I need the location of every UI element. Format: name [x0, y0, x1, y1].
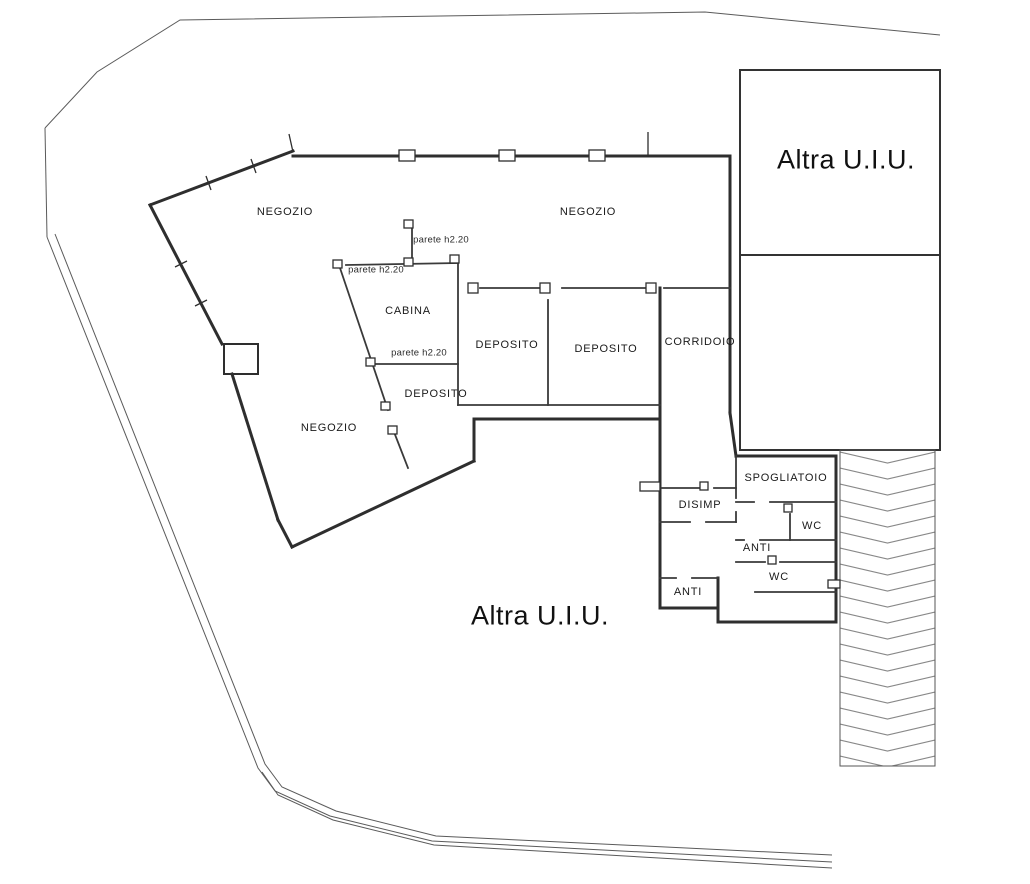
room-label-cabina: CABINA [385, 305, 431, 317]
interior-walls [338, 225, 837, 593]
room-label-negozio-top-right: NEGOZIO [559, 206, 617, 218]
room-label-anti-upper: ANTI [742, 542, 772, 554]
room-label-deposito-1: DEPOSITO [475, 339, 539, 351]
area-label-altra-uiu-top: Altra U.I.U. [776, 144, 916, 175]
room-label-anti-lower: ANTI [673, 586, 703, 598]
wall-note-parete-1: parete h2.20 [413, 234, 469, 246]
room-label-disimp: DISIMP [678, 499, 722, 511]
room-label-wc-upper: WC [802, 520, 822, 532]
adjacent-unit-outline [739, 69, 941, 451]
room-label-negozio-lower: NEGOZIO [300, 422, 358, 434]
exterior-walls [147, 149, 838, 624]
hatched-area [839, 449, 936, 767]
room-label-deposito-2: DEPOSITO [574, 343, 638, 355]
door-window-marks [174, 132, 841, 589]
wall-note-parete-3: parete h2.20 [391, 347, 447, 359]
room-label-negozio-top-left: NEGOZIO [256, 206, 314, 218]
area-label-altra-uiu-main: Altra U.I.U. [470, 600, 610, 631]
room-label-deposito-3: DEPOSITO [404, 388, 468, 400]
wall-note-parete-2: parete h2.20 [348, 264, 404, 276]
room-label-spogliatoio: SPOGLIATOIO [744, 472, 828, 484]
room-label-corridoio: CORRIDOIO [664, 336, 736, 348]
site-boundary-lines [44, 11, 941, 869]
room-label-wc-lower: WC [769, 571, 789, 583]
